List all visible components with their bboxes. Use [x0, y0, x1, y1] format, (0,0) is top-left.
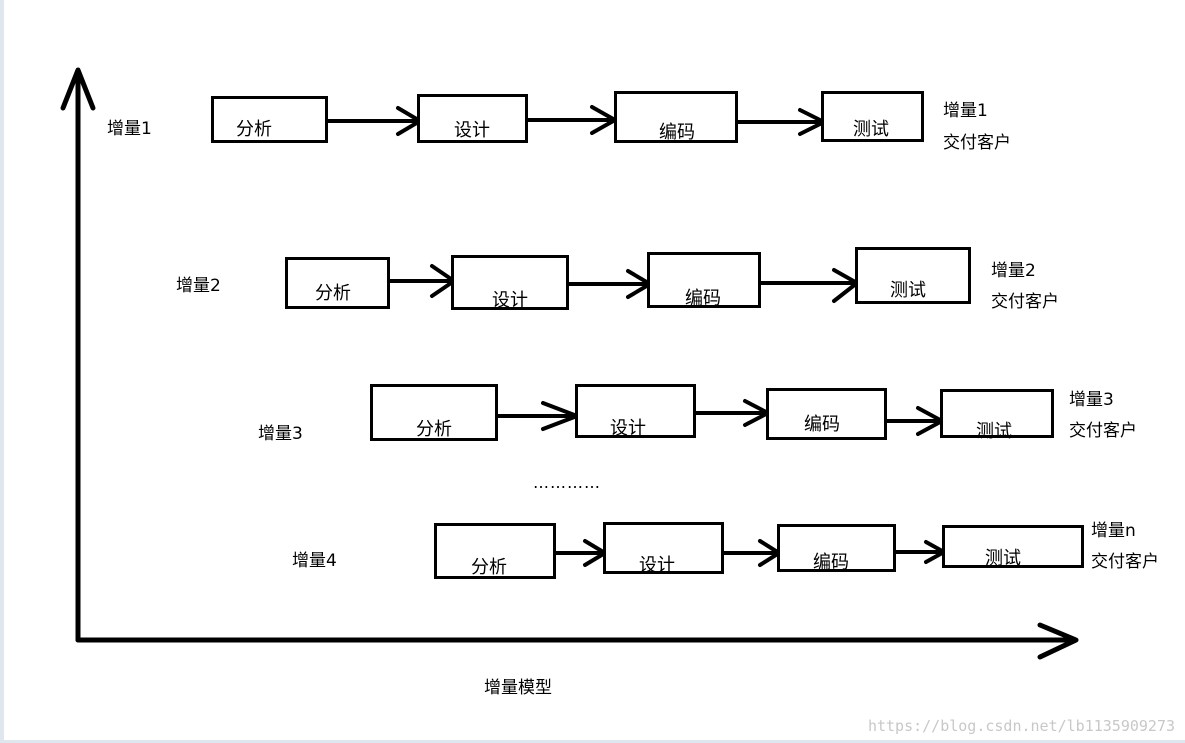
step-label: 设计: [610, 418, 646, 439]
row-label: 增量3: [258, 424, 303, 444]
step-label: 编码: [804, 414, 840, 435]
step-box-design: 设计: [417, 94, 528, 143]
watermark: https://blog.csdn.net/lb1135909273: [867, 717, 1175, 735]
step-box-coding: 编码: [766, 388, 887, 440]
step-box-testing: 测试: [942, 525, 1084, 569]
step-box-testing: 测试: [855, 247, 971, 304]
step-label: 设计: [492, 290, 528, 311]
delivery-text: 交付客户: [1069, 421, 1137, 441]
step-box-testing: 测试: [821, 91, 924, 142]
connector-arrows: [326, 105, 946, 567]
step-label: 分析: [315, 283, 351, 304]
delivery-version: 增量3: [1069, 390, 1114, 410]
step-label: 测试: [985, 548, 1021, 569]
row-label: 增量2: [176, 276, 221, 296]
row-label: 增量1: [107, 119, 152, 139]
window-edge-bottom: [0, 740, 1185, 743]
step-label: 设计: [454, 120, 490, 141]
step-box-testing: 测试: [940, 389, 1054, 442]
delivery-text: 交付客户: [991, 292, 1059, 312]
step-label: 分析: [416, 419, 452, 440]
window-edge-left: [0, 0, 4, 743]
axes: [60, 67, 1079, 660]
diagram-title: 增量模型: [484, 678, 552, 698]
step-box-analysis: 分析: [285, 257, 390, 309]
step-box-coding: 编码: [614, 91, 738, 143]
step-label: 编码: [813, 552, 849, 573]
y-axis-arrowhead: [60, 67, 96, 111]
delivery-text: 交付客户: [943, 133, 1011, 153]
step-label: 编码: [659, 122, 695, 143]
step-label: 编码: [685, 288, 721, 309]
delivery-version: 增量2: [991, 261, 1036, 281]
step-box-coding: 编码: [777, 524, 896, 573]
delivery-text: 交付客户: [1091, 552, 1159, 572]
step-box-design: 设计: [575, 384, 696, 439]
delivery-version: 增量1: [943, 101, 988, 121]
row-label: 增量4: [292, 551, 337, 571]
x-axis-arrowhead: [1037, 622, 1079, 660]
step-box-analysis: 分析: [434, 523, 556, 579]
ellipsis: …………: [533, 473, 601, 492]
step-box-coding: 编码: [647, 252, 761, 309]
arrow-row2-3-head: [832, 268, 859, 303]
delivery-version: 增量n: [1091, 521, 1136, 541]
step-box-analysis: 分析: [211, 96, 328, 143]
step-box-analysis: 分析: [370, 384, 498, 441]
step-label: 测试: [976, 421, 1012, 442]
step-box-design: 设计: [603, 522, 724, 576]
step-label: 测试: [890, 280, 926, 301]
step-label: 分析: [471, 557, 507, 578]
step-label: 分析: [236, 119, 272, 140]
step-label: 测试: [853, 119, 889, 140]
step-label: 设计: [639, 555, 675, 576]
step-box-design: 设计: [451, 255, 569, 311]
